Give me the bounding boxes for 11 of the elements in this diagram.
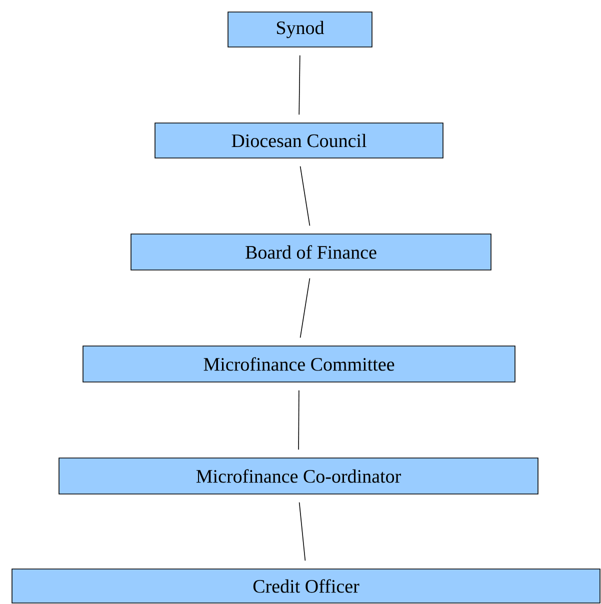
connector-line bbox=[298, 502, 306, 562]
org-box: Microfinance Committee bbox=[82, 346, 516, 382]
org-box: Microfinance Co-ordinator bbox=[58, 458, 538, 494]
connector-line bbox=[298, 390, 300, 450]
org-box: Credit Officer bbox=[12, 568, 600, 604]
org-box: Synod bbox=[228, 12, 372, 48]
connector-line bbox=[300, 278, 310, 338]
org-box: Board of Finance bbox=[130, 234, 492, 270]
org-box: Diocesan Council bbox=[154, 122, 444, 158]
connector-line bbox=[298, 55, 300, 115]
connector-line bbox=[300, 166, 310, 226]
